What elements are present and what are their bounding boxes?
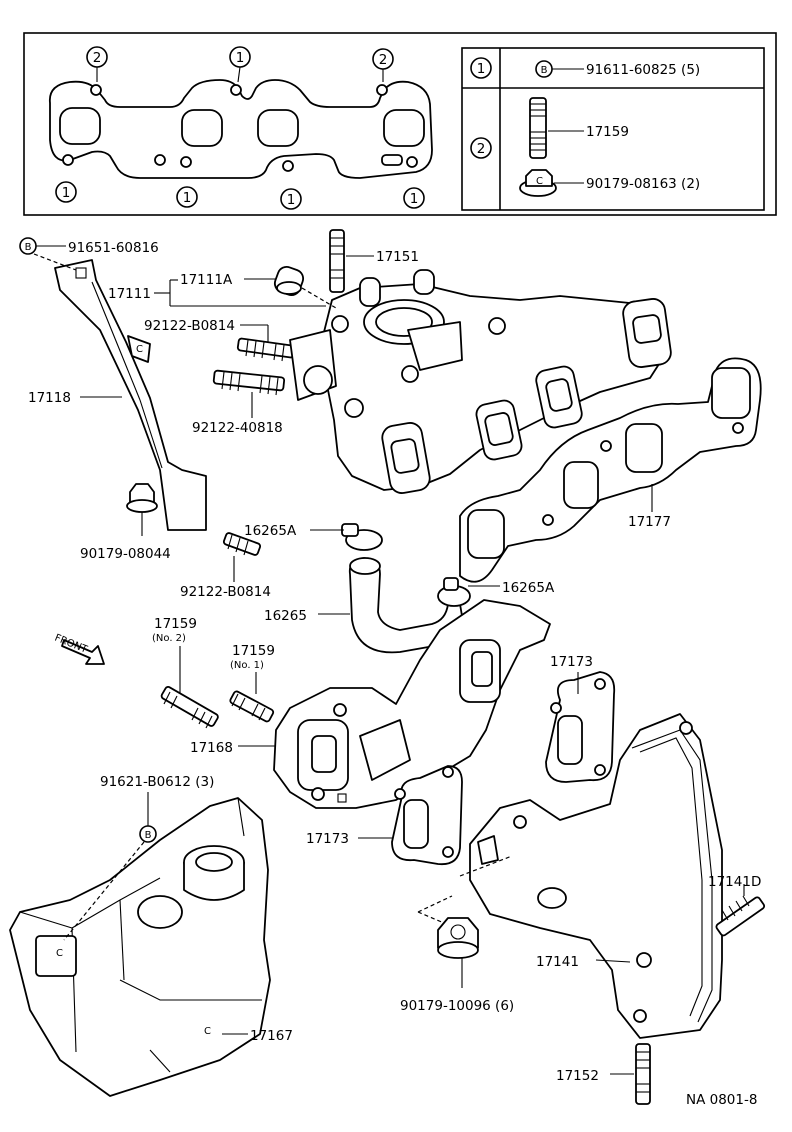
- c-marker-text: C: [56, 948, 63, 959]
- stud-17151: [329, 229, 345, 293]
- inset-hole: [282, 160, 294, 172]
- exhaust-manifold-lower: [273, 599, 551, 809]
- label-17111: 17111: [108, 286, 151, 302]
- b-marker: [139, 825, 157, 843]
- legend-table: 1 B 91611-60825 (5) 2 17159 C 90179-0816…: [461, 47, 765, 211]
- hose-clamp-lower: [437, 577, 471, 607]
- label-17159-no2-note: (No. 2): [152, 633, 186, 644]
- callout-1-text: 1: [236, 50, 245, 66]
- b-marker-text: B: [25, 242, 32, 253]
- inset-hole: [90, 84, 102, 96]
- inset-hole: [154, 154, 166, 166]
- c-marker-text: C: [536, 176, 543, 187]
- label-17159-no1-note: (No. 1): [230, 660, 264, 671]
- nut-90179-10096: [437, 917, 479, 959]
- legend-frame: [461, 47, 765, 211]
- label-17159-no2: 17159: [154, 616, 197, 632]
- inset-port: [257, 109, 299, 147]
- stud-icon: [529, 97, 547, 159]
- stud-92122-b0814-low: [222, 532, 262, 556]
- legend-key-1: 1: [477, 61, 486, 77]
- legend-part-90179-08163: 90179-08163 (2): [586, 176, 700, 192]
- b-marker-text: B: [541, 65, 548, 76]
- label-17168: 17168: [190, 740, 233, 756]
- label-17173-lower: 17173: [306, 831, 349, 847]
- callout-1: [280, 188, 302, 210]
- label-16265: 16265: [264, 608, 307, 624]
- stud-17159-no2: [160, 686, 219, 729]
- callout-1: [176, 186, 198, 208]
- label-91621-b0612: 91621-B0612 (3): [100, 774, 214, 790]
- inset-hole: [230, 84, 242, 96]
- label-17173-upper: 17173: [550, 654, 593, 670]
- label-17111a: 17111A: [180, 272, 233, 288]
- callout-1: [403, 187, 425, 209]
- callout-1-text: 1: [183, 190, 192, 206]
- label-90179-10096: 90179-10096 (6): [400, 998, 514, 1014]
- stud-92122-40818: [212, 369, 286, 396]
- hose-16265: [348, 557, 463, 654]
- legend-key-2: 2: [477, 141, 486, 157]
- label-91651-60816: 91651-60816: [68, 240, 159, 256]
- inset-port: [59, 107, 101, 145]
- gasket-17173-lower: [391, 765, 463, 866]
- manifold-gasket-17177: [459, 357, 762, 583]
- label-92122-40818: 92122-40818: [192, 420, 283, 436]
- nut-icon: C: [519, 169, 557, 197]
- legend-part-17159: 17159: [586, 124, 629, 140]
- label-17159-no1: 17159: [232, 643, 275, 659]
- label-17141d: 17141D: [708, 874, 761, 890]
- label-17141: 17141: [536, 954, 579, 970]
- label-90179-08044: 90179-08044: [80, 546, 171, 562]
- inset-port: [181, 109, 223, 147]
- label-92122-b0814-low: 92122-B0814: [180, 584, 271, 600]
- label-17177: 17177: [628, 514, 671, 530]
- callout-2-text: 2: [379, 52, 388, 68]
- label-17118: 17118: [28, 390, 71, 406]
- diagram-ref-code: NA 0801-8: [686, 1092, 757, 1108]
- heat-insulator-17141: [469, 713, 723, 1039]
- manifold-stay: C: [54, 259, 207, 531]
- front-arrow: FRONT: [53, 633, 105, 665]
- legend-part-91611: 91611-60825 (5): [586, 62, 700, 78]
- stud-17159-no1: [229, 690, 275, 723]
- callout-1-text: 1: [410, 191, 419, 207]
- inset-port: [383, 109, 425, 147]
- callout-2-text: 2: [93, 50, 102, 66]
- stud-17141d: [715, 895, 766, 937]
- callout-1-text: 1: [287, 192, 296, 208]
- callout-1: [55, 181, 77, 203]
- inset-slot: [381, 154, 403, 166]
- inset-hole: [62, 154, 74, 166]
- label-16265a-upper: 16265A: [244, 523, 297, 539]
- label-17167: 17167: [250, 1028, 293, 1044]
- c-marker-text: C: [204, 1026, 211, 1037]
- inset-gasket: [48, 79, 433, 179]
- label-17152: 17152: [556, 1068, 599, 1084]
- inset-hole: [406, 156, 418, 168]
- c-marker-text: C: [136, 344, 143, 355]
- exhaust-manifold-upper: [289, 269, 672, 494]
- hose-clamp-upper: [341, 523, 383, 551]
- cylinder-head-17167: C C: [9, 797, 271, 1097]
- b-marker-text: B: [145, 830, 152, 841]
- stud-92122-b0814-top: [236, 337, 296, 362]
- inset-hole: [180, 156, 192, 168]
- front-label: FRONT: [53, 633, 90, 656]
- nut-90179-08044: [126, 483, 158, 513]
- inset-hole: [376, 84, 388, 96]
- callout-1-text: 1: [62, 185, 71, 201]
- label-17151: 17151: [376, 249, 419, 265]
- inset-frame: [23, 32, 777, 216]
- label-92122-b0814-top: 92122-B0814: [144, 318, 235, 334]
- stud-17152: [635, 1043, 651, 1105]
- gasket-inset: 2 1 2 1 1 1 1: [23, 32, 777, 216]
- gasket-17173-upper: [545, 671, 616, 783]
- label-16265a-lower: 16265A: [502, 580, 555, 596]
- plug-17111a: [273, 265, 305, 297]
